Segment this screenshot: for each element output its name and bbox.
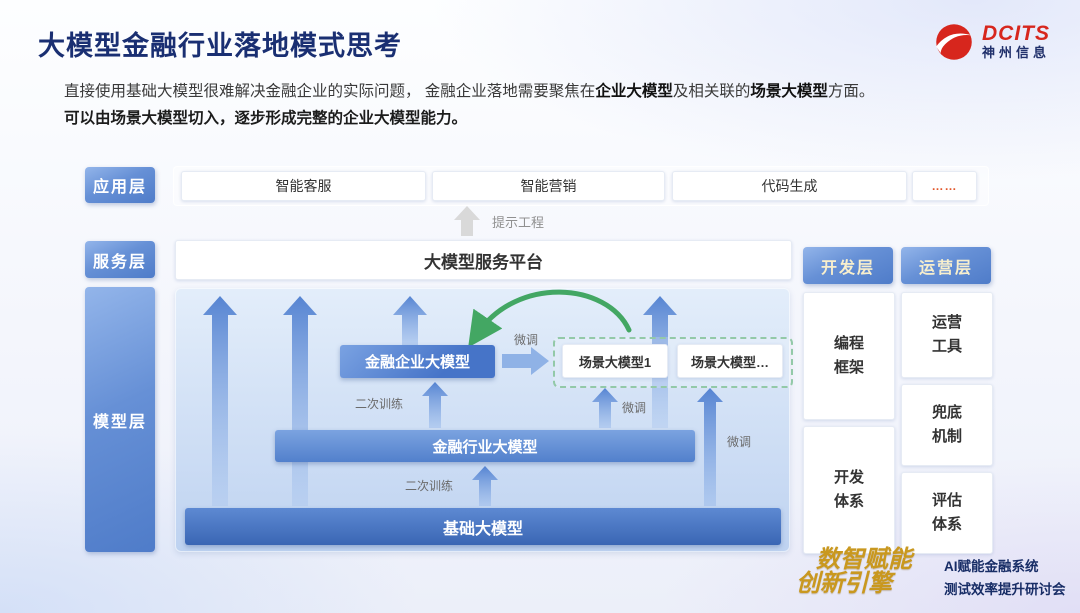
layer-label-service: 服务层 <box>85 241 155 278</box>
dev-item-development-system: 开发体系 <box>803 426 895 554</box>
intro-paragraph: 直接使用基础大模型很难解决金融企业的实际问题， 金融企业落地需要聚焦在企业大模型… <box>64 78 1029 132</box>
ops-item-fallback-mechanism-label: 兜底机制 <box>932 404 963 445</box>
app-item-customer-service: 智能客服 <box>181 171 426 201</box>
app-item-more: …… <box>912 171 977 201</box>
intro-seg-1: 直接使用基础大模型很难解决金融企业的实际问题， 金融企业落地需要聚焦在 <box>64 83 596 100</box>
dev-item-programming-framework: 编程框架 <box>803 292 895 420</box>
ops-item-fallback-mechanism: 兜底机制 <box>901 384 993 466</box>
base-model-bar: 基础大模型 <box>185 508 781 545</box>
intro-bold-enterprise: 企业大模型 <box>595 83 673 100</box>
layer-header-operation: 运营层 <box>901 247 991 284</box>
ops-item-evaluation-system: 评估体系 <box>901 472 993 554</box>
logo-text: DCITS 神州信息 <box>982 23 1050 61</box>
dcits-swoosh-icon <box>936 24 972 60</box>
app-item-marketing: 智能营销 <box>432 171 665 201</box>
dev-item-development-system-label: 开发体系 <box>834 469 865 510</box>
intro-bold-scenario: 场景大模型 <box>750 83 828 100</box>
intro-seg-2: 及相关联的 <box>672 83 751 100</box>
logo-company-text: 神州信息 <box>981 45 1050 60</box>
layer-label-model: 模型层 <box>85 287 155 552</box>
retrain-label-lower: 二次训练 <box>405 479 454 493</box>
page-title: 大模型金融行业落地模式思考 <box>38 31 402 61</box>
scenario-model-more-box: 场景大模型… <box>677 344 783 378</box>
logo-brand-text: DCITS <box>981 22 1050 45</box>
footer-slogan: 数智赋能 创新引擎 <box>796 546 912 598</box>
layer-label-application: 应用层 <box>85 167 155 203</box>
footer-event-line2: 测试效率提升研讨会 <box>944 582 1066 597</box>
prompt-engineering-label: 提示工程 <box>492 215 545 230</box>
scenario-model-1-box: 场景大模型1 <box>562 344 668 378</box>
footer-slogan-line2: 创新引擎 <box>796 570 892 597</box>
layer-header-development: 开发层 <box>803 247 893 284</box>
retrain-label-upper: 二次训练 <box>355 397 404 411</box>
service-platform-box: 大模型服务平台 <box>175 240 792 280</box>
finetune-label-right: 微调 <box>727 435 752 449</box>
ops-item-evaluation-system-label: 评估体系 <box>932 492 963 533</box>
prompt-engineering-arrow <box>454 206 480 236</box>
enterprise-model-box: 金融企业大模型 <box>340 345 495 378</box>
dev-item-programming-framework-label: 编程框架 <box>834 335 865 376</box>
ops-item-operation-tools-label: 运营工具 <box>932 314 963 355</box>
app-item-code-generation: 代码生成 <box>672 171 907 201</box>
finetune-label-mid: 微调 <box>622 401 647 415</box>
intro-seg-3: 方面。 <box>827 83 875 100</box>
ops-item-operation-tools: 运营工具 <box>901 292 993 378</box>
company-logo: DCITS 神州信息 <box>934 22 1050 62</box>
industry-model-bar: 金融行业大模型 <box>275 430 695 462</box>
footer-event: AI赋能金融系统 测试效率提升研讨会 <box>944 557 1066 600</box>
finetune-label-arc: 微调 <box>514 333 539 347</box>
footer-slogan-line1: 数智赋能 <box>816 546 912 573</box>
intro-line-2: 可以由场景大模型切入，逐步形成完整的企业大模型能力。 <box>64 110 468 127</box>
footer-event-line1: AI赋能金融系统 <box>944 559 1039 574</box>
